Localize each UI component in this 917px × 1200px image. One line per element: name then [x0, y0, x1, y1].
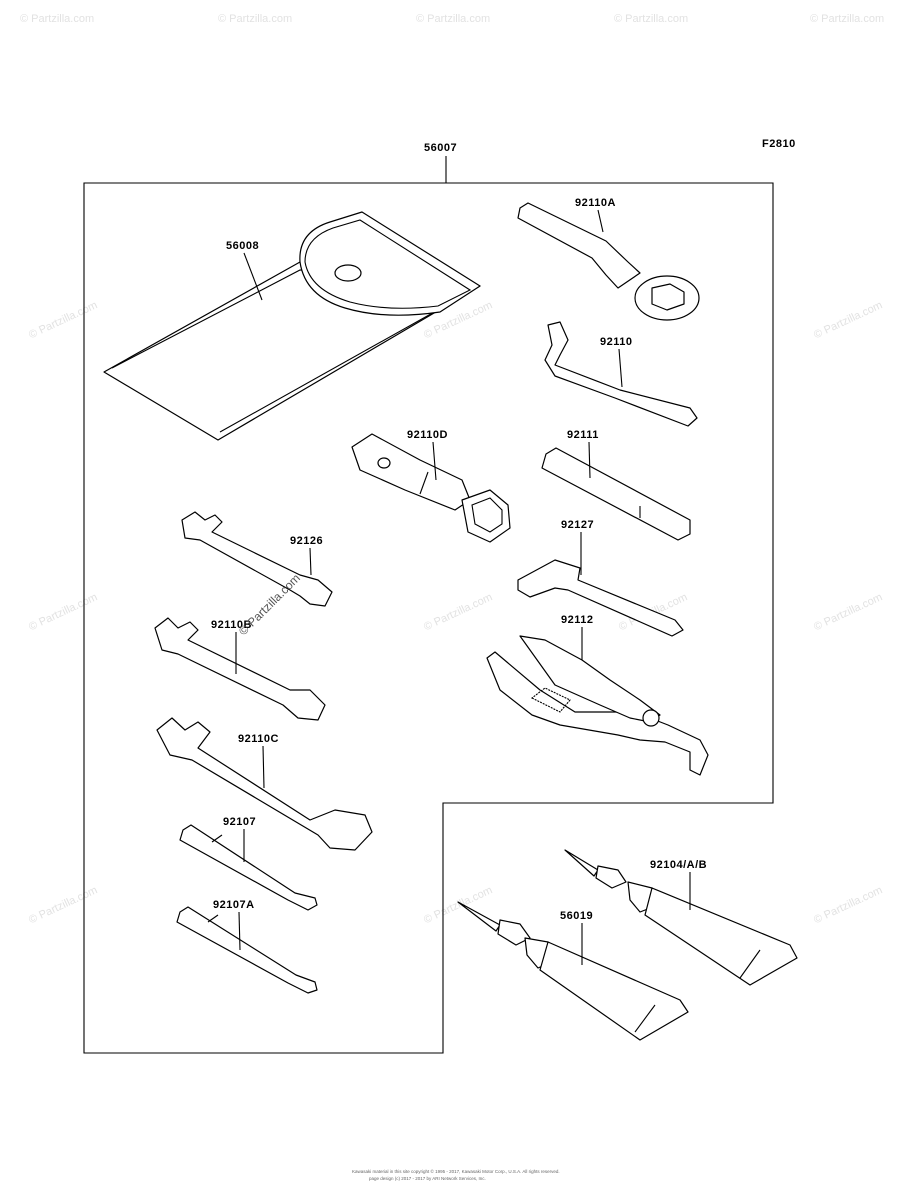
hex-key-drawing — [517, 559, 684, 637]
kit-boundary — [83, 182, 774, 1054]
watermark: © Partzilla.com — [812, 591, 884, 633]
watermark: © Partzilla.com — [614, 13, 688, 25]
grease-tube-drawing — [564, 849, 798, 986]
bar-tool-drawing — [541, 447, 691, 541]
part-label-56019: 56019 — [560, 910, 593, 922]
part-label-92107: 92107 — [223, 816, 256, 828]
ring-wrench-drawing — [517, 202, 700, 321]
watermark: © Partzilla.com — [812, 299, 884, 341]
grease-tube-2-drawing — [457, 901, 689, 1041]
leader-92110d — [432, 441, 437, 481]
leader-92107a — [238, 911, 241, 951]
leader-92110 — [618, 348, 623, 388]
part-label-92104-a-b: 92104/A/B — [650, 859, 707, 871]
large-spanner-drawing — [156, 717, 373, 851]
copyright-footer: Kawasaki material in this site copyright… — [352, 1168, 560, 1174]
watermark: © Partzilla.com — [27, 884, 99, 926]
tool-bag-drawing — [103, 211, 481, 441]
part-label-92110a: 92110A — [575, 197, 616, 209]
watermark: © Partzilla.com — [27, 591, 99, 633]
leader-92110c — [262, 745, 265, 789]
box-socket-wrench-drawing — [351, 433, 511, 543]
part-label-92127: 92127 — [561, 519, 594, 531]
kit-number-label: 56007 — [424, 142, 457, 154]
part-label-92110: 92110 — [600, 336, 632, 348]
leader-92110a — [597, 209, 604, 233]
small-spanner-drawing — [181, 511, 333, 607]
watermark: © Partzilla.com — [810, 13, 884, 25]
screwdriver-bit-a-drawing — [176, 906, 318, 994]
figure-code: F2810 — [762, 138, 796, 150]
watermark: © Partzilla.com — [20, 13, 94, 25]
medium-spanner-drawing — [154, 617, 326, 721]
watermark: © Partzilla.com — [236, 571, 303, 638]
page-design-footer: page design (c) 2017 - 2017 by ARI Netwo… — [369, 1176, 486, 1181]
part-label-92107a: 92107A — [213, 899, 255, 911]
part-label-92110b: 92110B — [211, 619, 252, 631]
leader-92126 — [309, 547, 312, 576]
part-label-92111: 92111 — [567, 429, 599, 441]
watermark: © Partzilla.com — [218, 13, 292, 25]
part-label-92126: 92126 — [290, 535, 323, 547]
leader-92111 — [588, 441, 591, 479]
pliers-drawing — [486, 635, 709, 776]
part-label-92110d: 92110D — [407, 429, 448, 441]
part-label-92112: 92112 — [561, 614, 593, 626]
leader-56008 — [243, 252, 263, 301]
watermark: © Partzilla.com — [812, 884, 884, 926]
watermark: © Partzilla.com — [27, 299, 99, 341]
screwdriver-bit-drawing — [179, 824, 318, 911]
watermark: © Partzilla.com — [422, 591, 494, 633]
part-label-56008: 56008 — [226, 240, 259, 252]
hook-wrench-drawing — [544, 321, 698, 427]
watermark: © Partzilla.com — [416, 13, 490, 25]
part-label-92110c: 92110C — [238, 733, 279, 745]
